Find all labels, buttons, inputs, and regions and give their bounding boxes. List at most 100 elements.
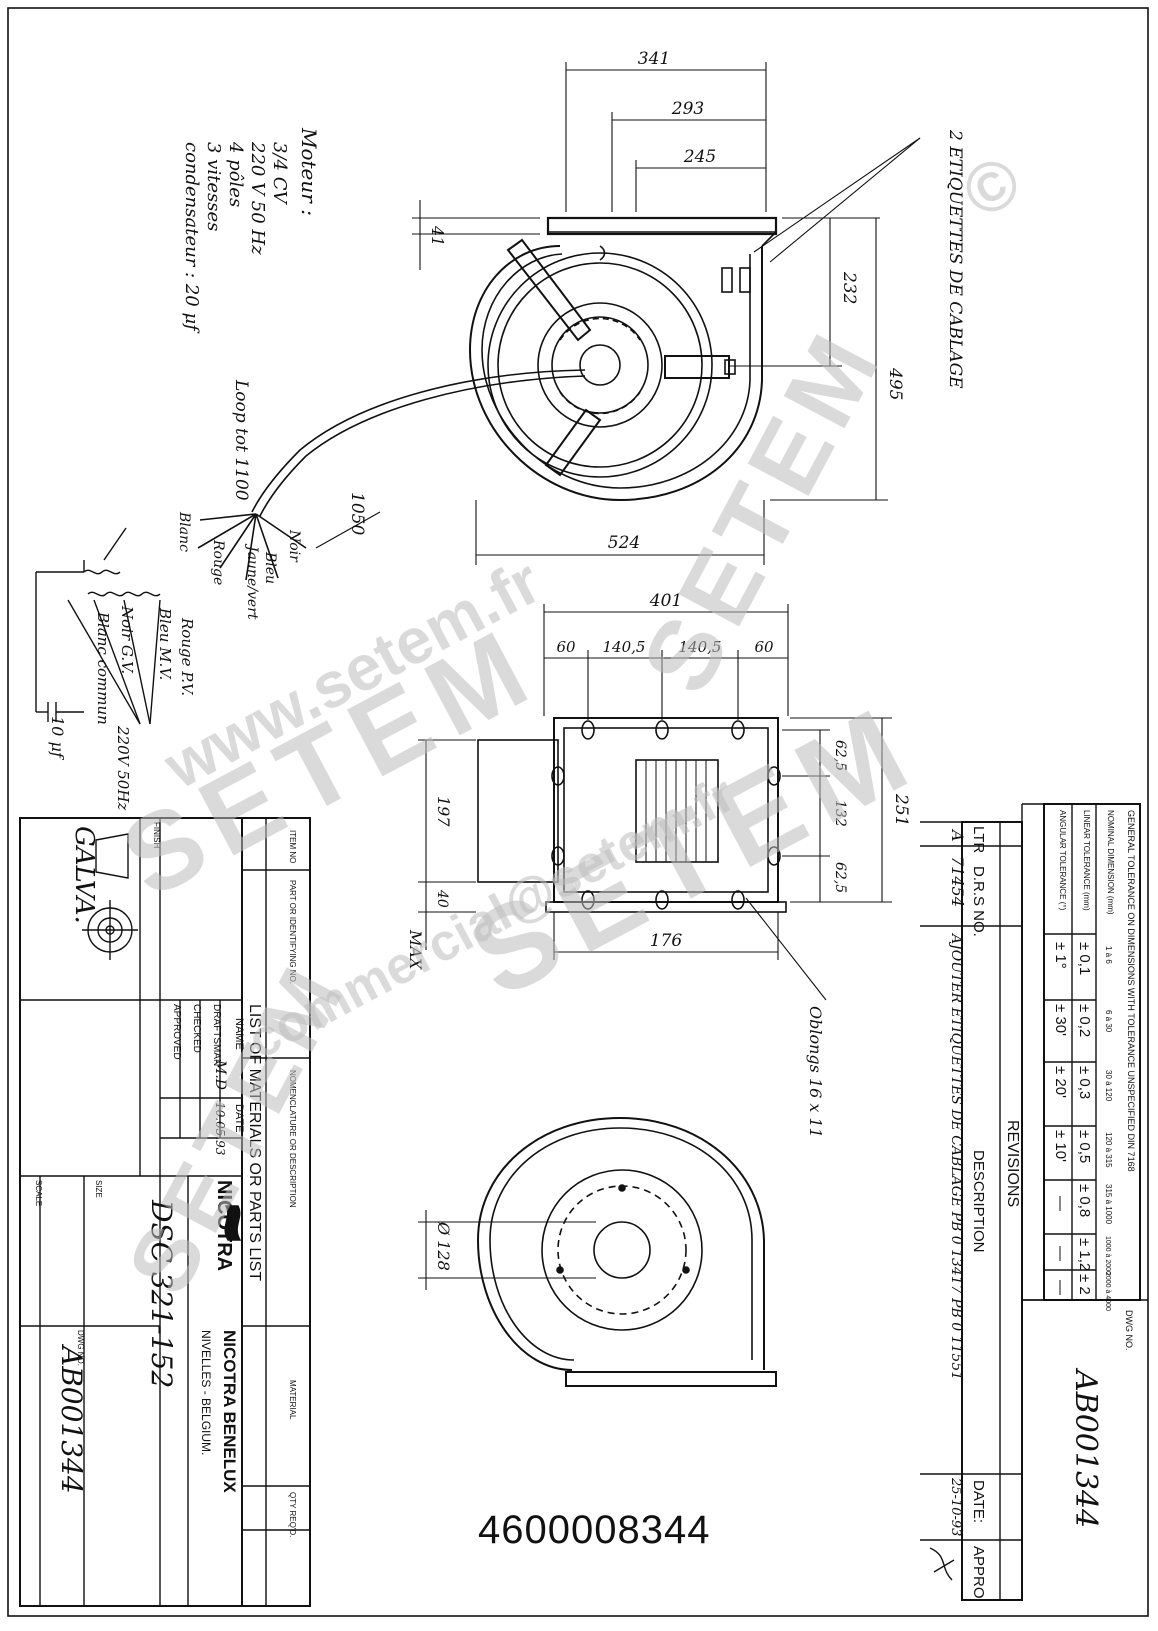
dim-label: 140,5 xyxy=(679,638,722,656)
dim-label: 251 xyxy=(891,793,911,826)
dim-label: 232 xyxy=(839,271,859,304)
wire-color-label: Rouge xyxy=(210,539,226,585)
model-number: DSC 321-152 xyxy=(145,1199,178,1388)
motor-line: 4 pôles xyxy=(225,141,246,207)
tolerance-angular: — xyxy=(1052,1280,1069,1295)
tolerance-linear: ± 1,2 xyxy=(1076,1238,1093,1271)
front-view xyxy=(197,216,778,581)
name-column: NAME xyxy=(233,1018,245,1050)
tolerance-linear: ± 0,3 xyxy=(1076,1066,1093,1099)
wiring-labels-note: 2 ETIQUETTES DE CABLAGE xyxy=(945,129,965,389)
company-name: NICOTRA BENELUX xyxy=(220,1330,239,1493)
dim-label: 41 xyxy=(428,225,447,246)
schematic-label: Bleu M.V. xyxy=(156,607,174,680)
parts-list-title: LIST OF MATERIALS OR PARTS LIST xyxy=(246,1004,263,1281)
drafter-date: 10.05.93 xyxy=(213,1102,227,1156)
tolerance-title: GENERAL TOLERANCE ON DIMENSIONS WITH TOL… xyxy=(1126,810,1136,1172)
draftsman-label: DRAFTSMAN xyxy=(211,1004,222,1066)
tolerance-angular: ± 20' xyxy=(1052,1066,1069,1098)
tolerance-table xyxy=(1021,803,1141,1301)
company-location: NIVELLES - BELGIUM. xyxy=(199,1330,213,1455)
dim-label: 62,5 xyxy=(832,862,848,893)
dim-label: 245 xyxy=(683,147,716,167)
watermark-brand: SETEM xyxy=(449,678,939,1023)
tolerance-linear: ± 2 xyxy=(1076,1274,1093,1295)
tolerance-row-label: ANGULAR TOLERANCE (°) xyxy=(1058,810,1067,911)
tolerance-linear: ± 0,5 xyxy=(1076,1130,1093,1163)
dim-label: 495 xyxy=(885,367,905,400)
title-block xyxy=(19,817,311,1607)
dim-label: 524 xyxy=(608,533,640,553)
outlet-view xyxy=(477,717,787,913)
dwg-number: AB001344 xyxy=(55,1343,88,1494)
drafter-name: M.D xyxy=(212,1059,228,1090)
tolerance-nominal: 120 à 315 xyxy=(1104,1132,1113,1168)
side-view-dimensions xyxy=(418,1210,596,1290)
tolerance-nominal: 6 à 30 xyxy=(1104,1010,1113,1033)
tolerance-linear: ± 0,2 xyxy=(1076,1004,1093,1037)
tolerance-angular: ± 1° xyxy=(1052,942,1069,969)
revision-header: D.R.S NO. xyxy=(970,866,987,937)
dim-label: 140,5 xyxy=(603,638,646,656)
revision-date: 25-10-93 xyxy=(948,1477,963,1536)
tolerance-angular: ± 30' xyxy=(1052,1004,1069,1036)
dim-label: 60 xyxy=(556,638,576,656)
side-view xyxy=(476,1116,777,1387)
finish-label: FINISH xyxy=(152,822,161,848)
dim-label: 341 xyxy=(638,49,670,69)
wire-color-label: Noir xyxy=(286,529,302,563)
front-view-dimensions xyxy=(315,62,921,565)
revision-header: APPRO xyxy=(970,1546,987,1599)
motor-line: 3/4 CV xyxy=(269,142,290,205)
tolerance-nominal: 315 à 1000 xyxy=(1104,1184,1113,1225)
tolerance-row-label: LINEAR TOLERANCE (mm) xyxy=(1082,810,1091,911)
schematic-capacitor: 10 μf xyxy=(48,716,67,761)
dwg-no-label: DWG NO. xyxy=(1124,1310,1134,1351)
checked-label: CHECKED xyxy=(191,1004,202,1053)
parts-header: ITEM NO xyxy=(288,830,297,863)
tolerance-linear: ± 0,8 xyxy=(1076,1184,1093,1217)
parts-header: PART OR IDENTIFYING NO. xyxy=(288,880,297,984)
tolerance-linear: ± 0,1 xyxy=(1076,942,1093,975)
revision-drs: 71454 xyxy=(948,856,967,907)
brand-logo-text: NICOTRA xyxy=(213,1180,235,1271)
tolerance-nominal: 1000 à 2000 xyxy=(1104,1236,1111,1275)
motor-line: condensateur : 20 μf xyxy=(181,142,202,334)
tolerance-angular: — xyxy=(1052,1196,1069,1211)
dwg-no-label: DWG NO. xyxy=(76,1330,85,1366)
loop-note: Loop tot 1100 xyxy=(231,379,251,501)
parts-header: QTY REQ'D. xyxy=(288,1492,297,1537)
tolerance-angular: ± 10' xyxy=(1052,1130,1069,1162)
dim-label: Ø 128 xyxy=(434,1221,453,1271)
approved-label: APPROVED xyxy=(171,1004,182,1060)
dim-label: 40 xyxy=(434,889,450,908)
schematic-voltage: 220V 50Hz xyxy=(114,725,132,810)
schematic-label: Noir G.V. xyxy=(118,605,136,674)
dim-label: 132 xyxy=(832,800,848,827)
dim-label: 197 xyxy=(434,796,453,827)
revision-header: DATE: xyxy=(970,1480,987,1523)
finish-value: GALVA. xyxy=(69,826,99,924)
dim-label: 60 xyxy=(754,638,774,656)
wire-color-label: Bleu xyxy=(262,551,278,584)
dim-label: 401 xyxy=(649,591,682,611)
tolerance-nominal: 2000 à 4000 xyxy=(1104,1272,1111,1311)
motor-line: 220 V 50 Hz xyxy=(247,141,268,255)
dwg-number: AB001344 xyxy=(1068,1367,1103,1528)
wire-color-label: Blanc xyxy=(176,511,192,552)
revisions-table xyxy=(920,821,1148,1601)
parts-header: MATERIAL xyxy=(288,1380,297,1420)
wiring-schematic xyxy=(35,527,161,725)
revision-description: AJOUTER ETIQUETTES DE CABLAGE PB 0 13417… xyxy=(948,932,964,1380)
date-column: DATE xyxy=(233,1104,245,1133)
tolerance-angular: — xyxy=(1052,1246,1069,1261)
part-number: 4600008344 xyxy=(478,1508,711,1552)
outlet-view-dimensions xyxy=(418,604,892,1001)
revision-ltr: A xyxy=(948,828,967,842)
tolerance-nominal: 30 à 120 xyxy=(1104,1070,1113,1102)
approval-signature xyxy=(929,1547,955,1581)
sheet-border xyxy=(7,7,1149,1617)
revision-header: DESCRIPTION xyxy=(970,1150,987,1253)
